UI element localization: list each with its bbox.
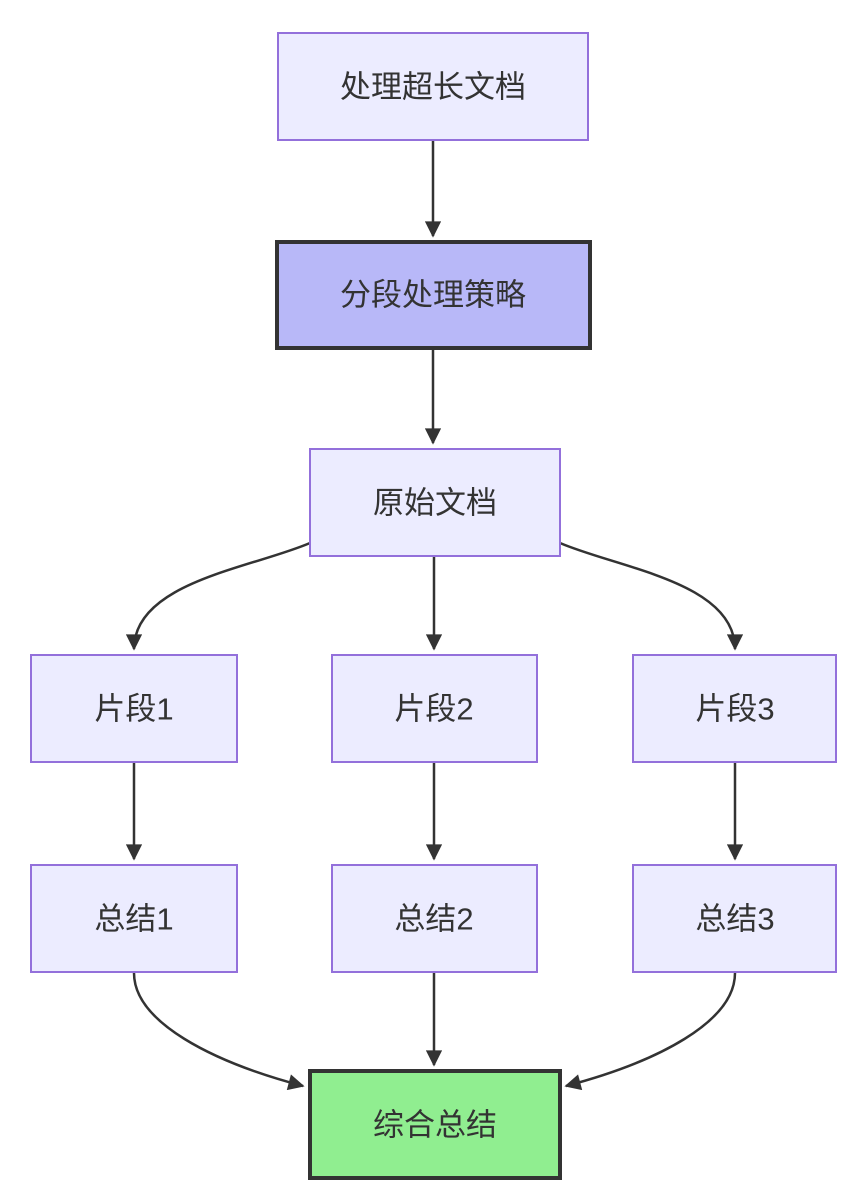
node-seg3-label: 片段3 <box>695 692 774 727</box>
node-seg3-box <box>632 654 837 763</box>
edge-sum3-final <box>564 972 737 1091</box>
node-final-box <box>308 1069 562 1180</box>
node-sum3-box <box>632 864 837 973</box>
node-final: 综合总结 <box>308 1069 562 1180</box>
edge-doc-seg3 <box>559 541 744 651</box>
edge-doc-seg1 <box>125 541 311 651</box>
node-seg2-label: 片段2 <box>394 692 473 727</box>
node-root-box <box>277 32 589 141</box>
node-final-label: 综合总结 <box>373 1108 497 1143</box>
node-seg2: 片段2 <box>331 654 538 763</box>
node-sum2: 总结2 <box>331 864 538 973</box>
node-strategy-label: 分段处理策略 <box>340 278 526 313</box>
node-seg3: 片段3 <box>632 654 837 763</box>
node-sum1-label: 总结1 <box>94 902 173 937</box>
node-sum2-box <box>331 864 538 973</box>
node-sum1: 总结1 <box>30 864 238 973</box>
node-doc-label: 原始文档 <box>373 486 497 521</box>
node-sum3: 总结3 <box>632 864 837 973</box>
node-root-label: 处理超长文档 <box>340 70 526 105</box>
node-strategy-box <box>275 240 592 350</box>
edge-group <box>125 141 744 1091</box>
node-doc-box <box>309 448 561 557</box>
node-seg1-label: 片段1 <box>94 692 173 727</box>
node-group: 处理超长文档 分段处理策略 原始文档 片段1 片段2 片段3 <box>30 32 837 1180</box>
node-root: 处理超长文档 <box>277 32 589 141</box>
node-seg2-box <box>331 654 538 763</box>
node-strategy: 分段处理策略 <box>275 240 592 350</box>
edge-sum1-final <box>132 972 305 1091</box>
node-seg1: 片段1 <box>30 654 238 763</box>
node-sum2-label: 总结2 <box>394 902 473 937</box>
node-doc: 原始文档 <box>309 448 561 557</box>
node-sum3-label: 总结3 <box>695 902 774 937</box>
node-sum1-box <box>30 864 238 973</box>
node-seg1-box <box>30 654 238 763</box>
